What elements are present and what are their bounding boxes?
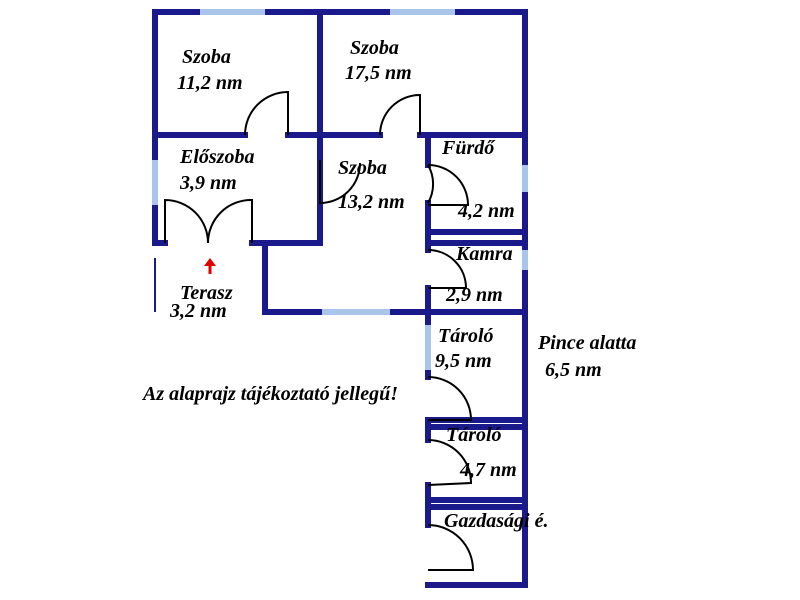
entrance-arrow-icon xyxy=(204,258,216,274)
room-name-szoba-c: Szoba xyxy=(338,157,387,179)
door-szoba-b xyxy=(379,93,421,136)
room-name-pince: Pince alatta xyxy=(537,332,636,354)
door-tarolo-a xyxy=(427,376,473,421)
room-area-szoba-b: 17,5 nm xyxy=(345,62,412,84)
door-szoba-a xyxy=(244,90,289,136)
room-area-pince: 6,5 nm xyxy=(545,359,602,381)
door-eloszoba-left xyxy=(164,198,209,244)
room-area-szoba-c: 13,2 nm xyxy=(338,191,405,213)
room-name-szoba-a: Szoba xyxy=(182,46,231,68)
door-furdo xyxy=(427,164,435,204)
room-area-kamra: 2,9 nm xyxy=(445,284,503,306)
door-szoba-c-left xyxy=(319,160,361,205)
room-name-terasz: Terasz xyxy=(180,282,233,304)
room-area-furdo: 4,2 nm xyxy=(457,200,515,222)
walls xyxy=(152,9,528,588)
doors xyxy=(164,90,475,571)
room-name-eloszoba: Előszoba xyxy=(179,146,254,168)
room-area-tarolo-a: 9,5 nm xyxy=(435,350,492,372)
room-name-kamra: Kamra xyxy=(455,243,513,265)
door-eloszoba-right xyxy=(207,198,253,244)
room-area-terasz: 3,2 nm xyxy=(169,300,227,322)
door-furdo-arc xyxy=(427,164,470,206)
room-name-szoba-b: Szoba xyxy=(350,37,399,59)
room-area-szoba-a: 11,2 nm xyxy=(177,72,243,94)
windows xyxy=(152,9,528,370)
room-area-eloszoba: 3,9 nm xyxy=(179,172,237,194)
room-name-tarolo-b: Tároló xyxy=(446,424,502,446)
room-name-gazdasagi: Gazdasági é. xyxy=(444,510,548,532)
door-gazdasagi xyxy=(427,524,475,571)
room-area-tarolo-b: 4,7 nm xyxy=(459,459,517,481)
room-name-furdo: Fürdő xyxy=(441,137,496,159)
room-name-tarolo-a: Tároló xyxy=(438,325,494,347)
door-tarolo-b xyxy=(427,439,473,486)
disclaimer-note: Az alaprajz tájékoztató jellegű! xyxy=(141,383,398,405)
door-kamra xyxy=(427,249,468,289)
